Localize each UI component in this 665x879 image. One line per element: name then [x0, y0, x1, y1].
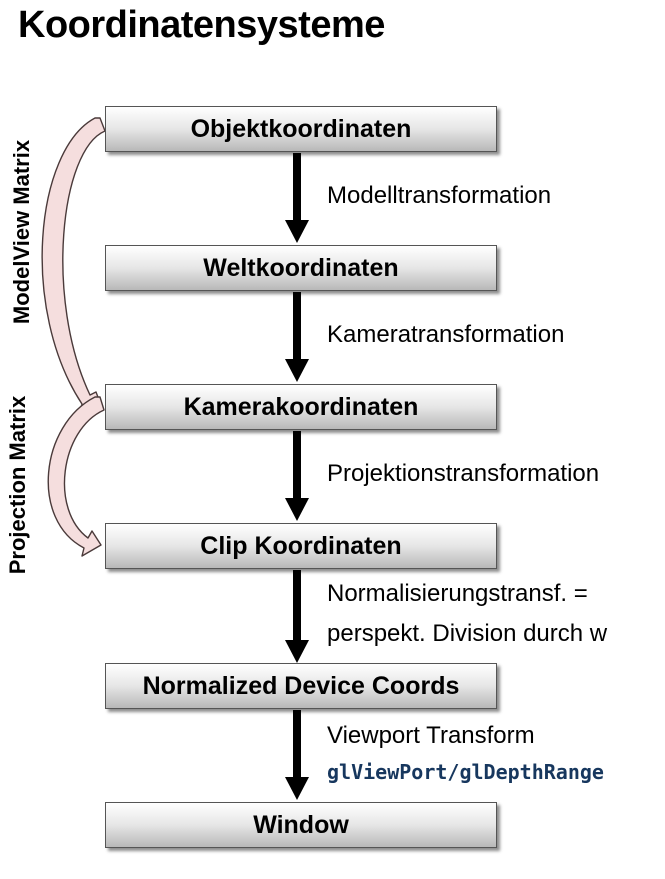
label-normalisierung-line2: perspekt. Division durch w [327, 620, 608, 647]
arrow-1 [285, 153, 309, 243]
page-title: Koordinatensysteme [18, 4, 385, 46]
label-gl-viewport-code: glViewPort/glDepthRange [327, 760, 604, 784]
label-projection-matrix: Projection Matrix [5, 395, 30, 575]
label-normalisierung-line1: Normalisierungstransf. = [327, 580, 588, 607]
box-normalized-device-coords: Normalized Device Coords [105, 663, 497, 709]
label-projektionstransformation: Projektionstransformation [327, 460, 600, 487]
arrow-5 [285, 710, 309, 800]
box-objektkoordinaten: Objektkoordinaten [105, 106, 497, 152]
modelview-curved-arrow [41, 117, 106, 413]
box-kamerakoordinaten: Kamerakoordinaten [105, 384, 497, 430]
arrow-3 [285, 431, 309, 521]
label-kameratransformation: Kameratransformation [327, 321, 565, 348]
label-modelltransformation: Modelltransformation [327, 182, 552, 209]
box-weltkoordinaten: Weltkoordinaten [105, 245, 497, 291]
box-clip-koordinaten: Clip Koordinaten [105, 523, 497, 569]
flow-arrows [285, 153, 309, 800]
arrow-2 [285, 292, 309, 382]
label-modelview-matrix: ModelView Matrix [9, 139, 34, 325]
label-viewport-transform: Viewport Transform [327, 722, 535, 749]
arrow-4 [285, 570, 309, 663]
projection-curved-arrow [47, 396, 105, 557]
box-window: Window [105, 802, 497, 848]
